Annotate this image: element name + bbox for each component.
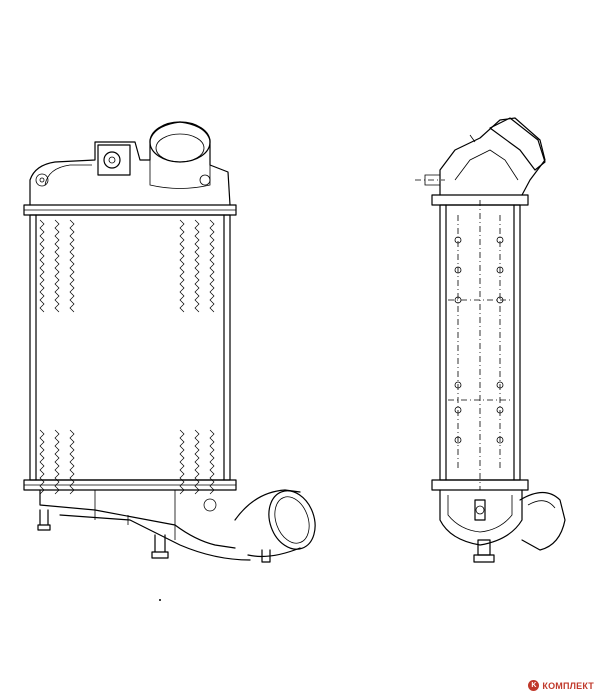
stray-mark: [159, 599, 161, 601]
brand-watermark: K КОМПЛЕКТ: [528, 680, 594, 691]
side-bolt-markers: [454, 236, 504, 444]
bottom-tank: [39, 489, 236, 549]
inlet-pipe: [149, 121, 211, 163]
brand-name: КОМПЛЕКТ: [542, 680, 594, 691]
cooling-fins-top: [39, 219, 215, 313]
top-tank: [29, 121, 231, 206]
side-view: [415, 117, 566, 563]
side-bottom-tank: [439, 489, 523, 546]
core: [29, 214, 231, 481]
cooling-fins-bottom: [39, 429, 215, 495]
bolt-hole: [103, 151, 121, 169]
side-inlet-pipe: [489, 117, 546, 171]
outlet-pipe: [234, 489, 316, 558]
mounting-peg-left: [37, 509, 51, 531]
front-view: [23, 121, 316, 563]
side-outlet-pipe: [519, 491, 566, 551]
mounting-bracket: [97, 144, 131, 176]
mounting-peg-bottom: [151, 534, 169, 559]
brand-logo-icon: K: [528, 680, 540, 691]
side-bottom-header: [431, 479, 529, 491]
